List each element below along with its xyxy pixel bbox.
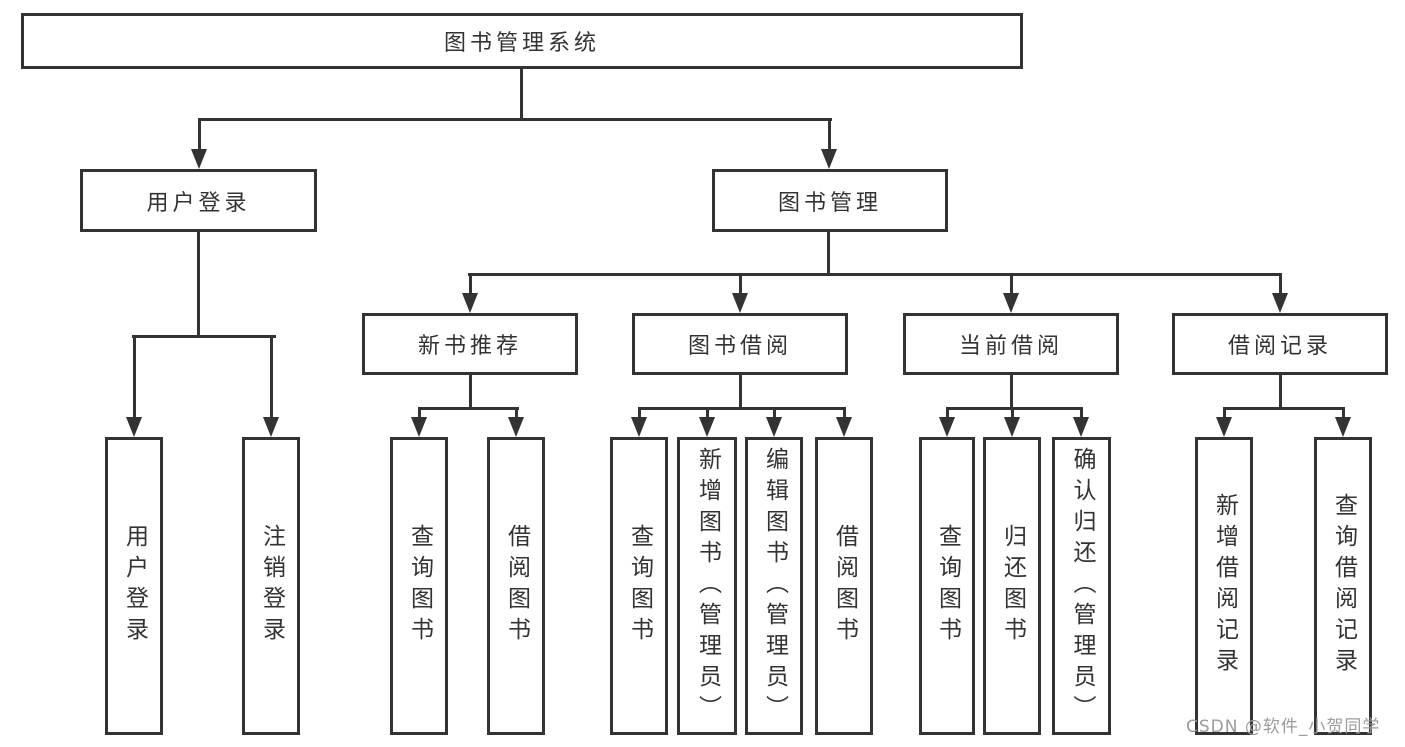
- connector-line: [197, 232, 200, 338]
- connector-line: [133, 335, 136, 421]
- connector-line: [828, 118, 831, 153]
- node-book-borrowing: 图书借阅: [632, 313, 848, 375]
- arrowhead-down-icon: [411, 417, 427, 437]
- connector-line: [469, 273, 472, 297]
- arrowhead-down-icon: [766, 417, 782, 437]
- arrowhead-down-icon: [1216, 417, 1232, 437]
- leaf-add-book-admin: 新增图书（管理员）: [677, 437, 737, 735]
- connector-line: [1223, 407, 1345, 410]
- arrowhead-down-icon: [263, 417, 279, 437]
- leaf-query-books-borrowing: 查询图书: [610, 437, 668, 735]
- node-current-borrowing: 当前借阅: [903, 313, 1119, 375]
- connector-line: [946, 407, 1083, 410]
- arrowhead-down-icon: [631, 417, 647, 437]
- arrowhead-down-icon: [1073, 417, 1089, 437]
- connector-line: [469, 375, 472, 410]
- connector-line: [418, 407, 519, 410]
- connector-line: [946, 407, 949, 421]
- connector-line: [773, 407, 776, 421]
- connector-line: [418, 407, 421, 421]
- leaf-borrow-books-recommend: 借阅图书: [487, 437, 545, 735]
- connector-line: [468, 273, 1282, 276]
- connector-line: [739, 273, 742, 297]
- connector-line: [1279, 273, 1282, 297]
- connector-line: [1010, 273, 1013, 297]
- arrowhead-down-icon: [1004, 417, 1020, 437]
- leaf-edit-book-admin: 编辑图书（管理员）: [745, 437, 803, 735]
- csdn-watermark: CSDN @软件_小贺同学: [1186, 717, 1381, 737]
- connector-line: [638, 407, 641, 421]
- node-library-management-system: 图书管理系统: [21, 13, 1023, 69]
- connector-line: [520, 69, 523, 121]
- arrowhead-down-icon: [836, 417, 852, 437]
- leaf-query-books-recommend: 查询图书: [390, 437, 448, 735]
- node-borrowing-records: 借阅记录: [1172, 313, 1388, 375]
- connector-line: [132, 335, 276, 338]
- leaf-borrow-books-borrowing: 借阅图书: [815, 437, 873, 735]
- leaf-query-books-current: 查询图书: [919, 437, 975, 735]
- arrowhead-down-icon: [462, 293, 478, 313]
- connector-line: [1011, 407, 1014, 421]
- leaf-query-borrow-record: 查询借阅记录: [1314, 437, 1372, 735]
- connector-line: [1010, 375, 1013, 410]
- connector-line: [1080, 407, 1083, 421]
- connector-line: [270, 335, 273, 421]
- arrowhead-down-icon: [1272, 293, 1288, 313]
- leaf-return-book: 归还图书: [983, 437, 1041, 735]
- arrowhead-down-icon: [732, 293, 748, 313]
- connector-line: [198, 118, 832, 121]
- connector-line: [1342, 407, 1345, 421]
- arrowhead-down-icon: [821, 149, 837, 169]
- leaf-add-borrow-record: 新增借阅记录: [1195, 437, 1253, 735]
- arrowhead-down-icon: [699, 417, 715, 437]
- connector-line: [1279, 375, 1282, 410]
- node-book-management: 图书管理: [712, 169, 948, 232]
- node-user-login: 用户登录: [80, 169, 317, 232]
- arrowhead-down-icon: [1003, 293, 1019, 313]
- leaf-user-login: 用户登录: [105, 437, 163, 735]
- arrowhead-down-icon: [1335, 417, 1351, 437]
- arrowhead-down-icon: [508, 417, 524, 437]
- connector-line: [198, 118, 201, 153]
- connector-line: [706, 407, 709, 421]
- leaf-logout: 注销登录: [242, 437, 300, 735]
- connector-line: [638, 407, 846, 410]
- connector-line: [515, 407, 518, 421]
- node-new-book-recommendation: 新书推荐: [362, 313, 578, 375]
- connector-line: [843, 407, 846, 421]
- leaf-confirm-return-admin: 确认归还（管理员）: [1052, 437, 1111, 735]
- arrowhead-down-icon: [191, 149, 207, 169]
- arrowhead-down-icon: [126, 417, 142, 437]
- arrowhead-down-icon: [939, 417, 955, 437]
- connector-line: [1223, 407, 1226, 421]
- connector-line: [827, 232, 830, 276]
- connector-line: [739, 375, 742, 410]
